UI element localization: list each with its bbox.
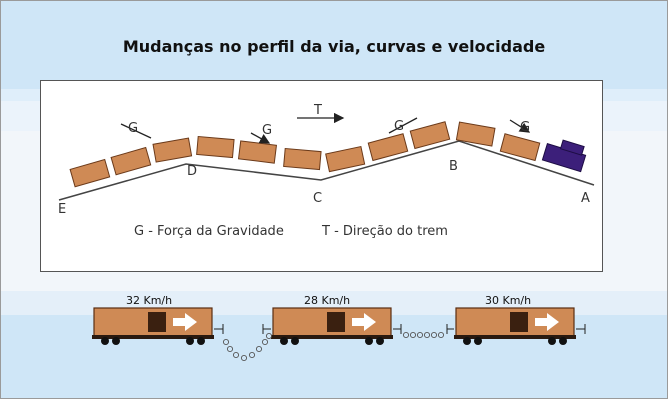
gravity-arrow: G	[388, 117, 418, 134]
wagon	[196, 135, 235, 159]
track-line	[58, 140, 595, 201]
point-label-e: E	[58, 202, 66, 217]
wagon	[152, 137, 193, 163]
coupler	[214, 324, 586, 334]
track-profile-svg: G G G G T A B C D	[58, 103, 595, 239]
wagon	[455, 121, 496, 147]
taut-chain	[402, 331, 445, 339]
wagon	[325, 145, 366, 173]
gravity-symbol: G	[128, 121, 138, 136]
train-direction-arrow: T	[297, 103, 345, 124]
point-label-a: A	[581, 191, 590, 206]
point-label-c: C	[313, 191, 322, 206]
legend-gravity: G - Força da Gravidade	[134, 224, 284, 239]
train-direction-symbol: T	[313, 103, 322, 118]
train-wagon-1: 32 Km/h	[92, 294, 214, 345]
locomotive	[541, 139, 587, 173]
speed-label: 30 Km/h	[485, 294, 531, 307]
wagon	[110, 146, 152, 176]
wagon	[499, 133, 541, 162]
gravity-symbol: G	[394, 119, 404, 134]
gravity-symbol: G	[262, 123, 272, 138]
point-label-b: B	[449, 159, 458, 174]
speed-label: 32 Km/h	[126, 294, 172, 307]
legend-direction: T - Direção do trem	[321, 224, 448, 239]
page-title: Mudanças no perfil da via, curvas e velo…	[122, 37, 546, 56]
gravity-arrow: G	[250, 123, 272, 144]
track-profile-diagram: G G G G T A B C D	[40, 80, 603, 272]
train-wagon-2: 28 Km/h	[271, 294, 393, 345]
gravity-arrow: G	[509, 119, 531, 135]
point-label-d: D	[187, 164, 197, 179]
wagon	[367, 133, 409, 162]
slack-chain	[222, 332, 273, 362]
wagon	[409, 121, 451, 150]
gravity-symbol: G	[520, 120, 530, 135]
train-wagon-3: 30 Km/h	[454, 294, 576, 345]
wagon	[283, 147, 322, 171]
gravity-arrow: G	[120, 121, 152, 139]
speed-label: 28 Km/h	[304, 294, 350, 307]
wagon	[69, 158, 111, 188]
